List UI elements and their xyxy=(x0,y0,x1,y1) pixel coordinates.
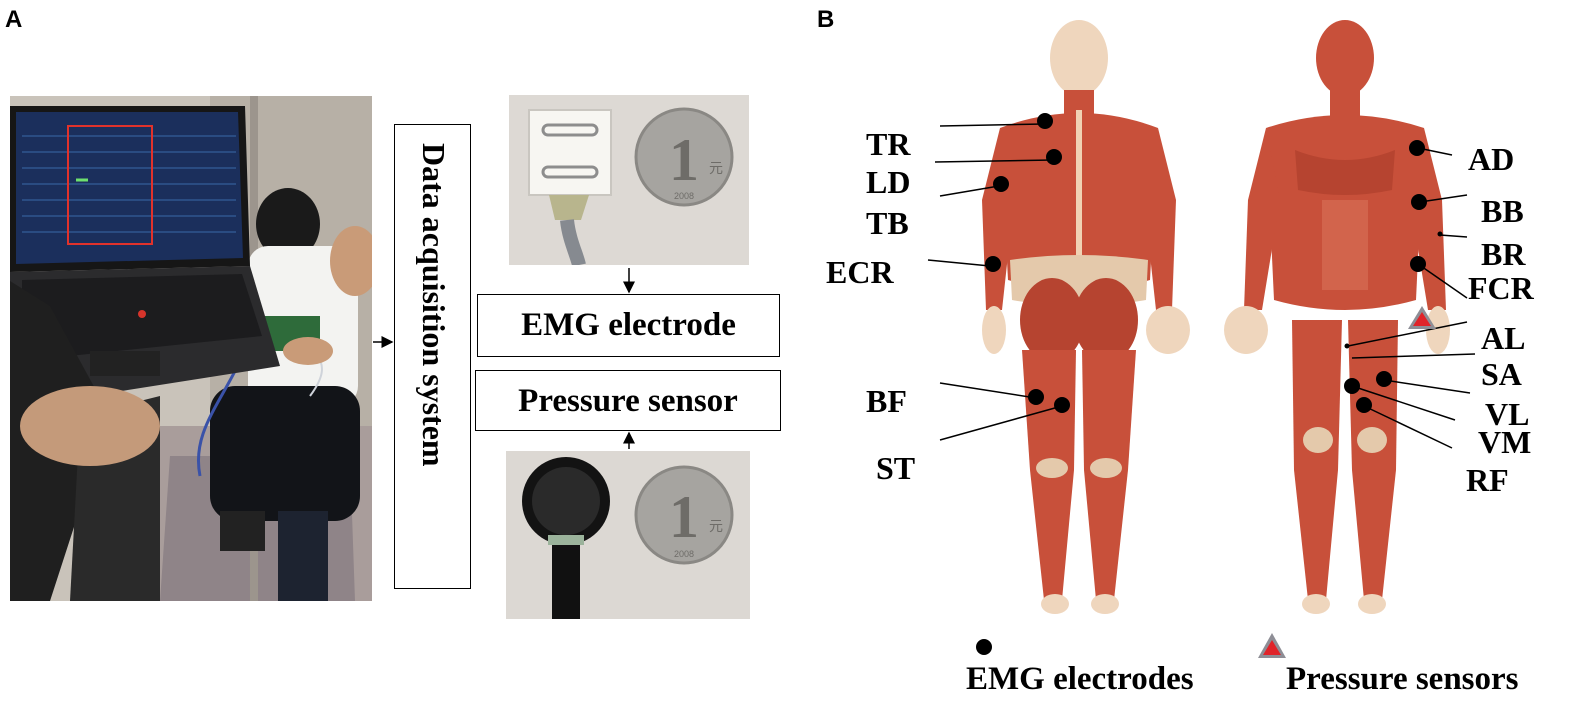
muscle-label: FCR xyxy=(1468,270,1534,306)
left-leader-lines xyxy=(927,123,1063,441)
back-body-figure xyxy=(982,20,1190,614)
muscle-label: VL xyxy=(1485,396,1530,432)
emg-electrode-box: EMG electrode xyxy=(477,294,780,357)
coin-digit-bottom: 1 xyxy=(669,484,699,550)
emg-electrode-drawing: 1 元 2008 xyxy=(509,95,749,265)
coin-year-top: 2008 xyxy=(674,191,694,201)
experiment-photo-drawing xyxy=(10,96,372,601)
pressure-sensor-drawing: 1 元 2008 xyxy=(506,451,750,619)
muscle-label: LD xyxy=(866,164,911,200)
data-acquisition-label: Data acquisition system xyxy=(416,143,452,467)
coin-char-top: 元 xyxy=(709,161,723,177)
muscle-label: AD xyxy=(1468,141,1515,177)
legend-emg-dot-icon xyxy=(976,639,992,655)
legend-pressure-label: Pressure sensors xyxy=(1286,661,1519,697)
front-body-figure xyxy=(1224,20,1450,614)
data-acquisition-box: Data acquisition system xyxy=(394,124,471,589)
coin-digit-top: 1 xyxy=(669,127,699,193)
muscle-label: VM xyxy=(1478,424,1532,460)
experiment-photo xyxy=(10,96,372,601)
muscle-label: BB xyxy=(1481,193,1524,229)
panel-label-a: A xyxy=(5,6,23,33)
muscle-label: AL xyxy=(1481,320,1526,356)
muscle-label: ECR xyxy=(826,254,894,290)
legend-pressure-triangle-icon xyxy=(1258,633,1286,658)
coin-year-bottom: 2008 xyxy=(674,549,694,559)
emg-electrode-markers xyxy=(985,113,1443,413)
right-leader-lines xyxy=(1347,147,1476,449)
muscle-label: ST xyxy=(876,450,916,486)
muscle-label: RF xyxy=(1466,462,1509,498)
pressure-sensor-marker xyxy=(1408,306,1436,329)
pressure-sensor-label: Pressure sensor xyxy=(518,383,738,419)
emg-electrode-label: EMG electrode xyxy=(521,307,736,343)
coin-char-bottom: 元 xyxy=(709,519,723,535)
pressure-sensor-photo: 1 元 2008 xyxy=(506,451,750,619)
panel-label-b: B xyxy=(817,6,835,33)
legend-emg-label: EMG electrodes xyxy=(966,661,1194,697)
emg-electrode-photo: 1 元 2008 xyxy=(509,95,749,265)
muscle-label: BR xyxy=(1481,236,1526,272)
muscle-label: TB xyxy=(866,205,909,241)
muscle-label: SA xyxy=(1481,356,1522,392)
muscle-label: TR xyxy=(866,126,911,162)
muscle-label: BF xyxy=(866,383,907,419)
pressure-sensor-box: Pressure sensor xyxy=(475,370,781,431)
